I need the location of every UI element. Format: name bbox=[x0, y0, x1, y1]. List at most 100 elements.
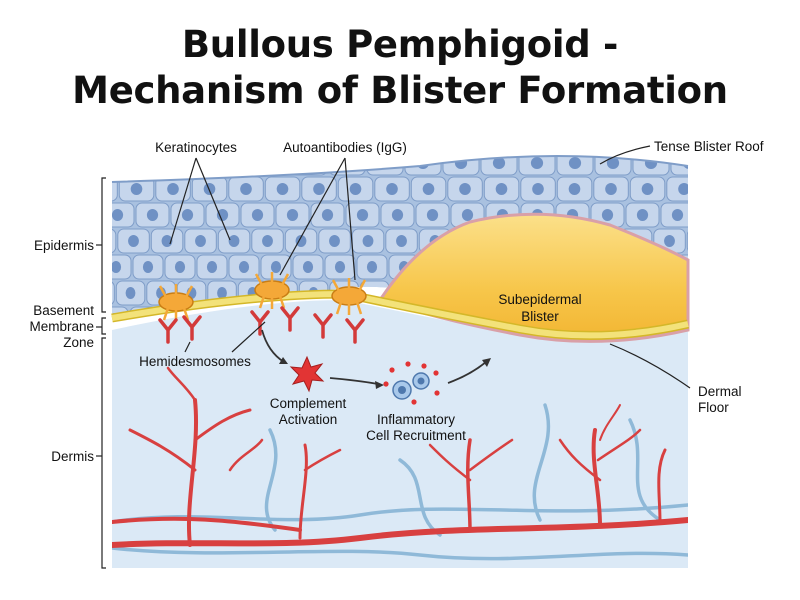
cell-nucleus bbox=[356, 209, 369, 221]
label-inflammatory-line-1: Inflammatory bbox=[377, 412, 455, 427]
label-hemidesmosomes: Hemidesmosomes bbox=[139, 354, 251, 369]
cell-nucleus bbox=[671, 209, 684, 221]
keratinocyte-cell bbox=[112, 156, 138, 176]
complement-star-icon bbox=[289, 355, 325, 393]
keratinocyte-cell bbox=[112, 280, 115, 306]
label-complement-line-1: Complement bbox=[270, 396, 347, 411]
cell-nucleus bbox=[690, 313, 699, 325]
cell-nucleus bbox=[146, 209, 159, 221]
label-bmz-line-2: Membrane bbox=[29, 319, 94, 334]
label-dermal-floor-line-1: Dermal bbox=[698, 384, 742, 399]
antibody-icon bbox=[158, 306, 365, 344]
cell-nucleus bbox=[94, 183, 106, 195]
cell-nucleus bbox=[112, 157, 126, 169]
cell-nucleus bbox=[240, 183, 252, 195]
dermis-layer bbox=[112, 300, 688, 568]
process-arrows bbox=[261, 329, 491, 389]
cell-nucleus bbox=[95, 287, 105, 299]
label-bmz-line-3: Zone bbox=[63, 335, 94, 350]
cell-nucleus bbox=[682, 157, 688, 169]
leader-lines bbox=[169, 145, 691, 389]
cell-nucleus bbox=[217, 287, 227, 299]
cell-nucleus bbox=[181, 209, 194, 221]
cell-nucleus bbox=[264, 157, 278, 169]
cell-nucleus bbox=[530, 157, 544, 169]
cell-nucleus bbox=[295, 235, 307, 247]
keratinocyte-cell bbox=[686, 228, 688, 254]
cell-nucleus bbox=[378, 157, 392, 169]
cell-nucleus bbox=[705, 287, 715, 299]
cell-nucleus bbox=[426, 209, 439, 221]
label-keratinocytes: Keratinocytes bbox=[155, 140, 237, 155]
cell-nucleus bbox=[532, 183, 544, 195]
cell-nucleus bbox=[601, 209, 614, 221]
cell-nucleus bbox=[142, 261, 154, 273]
label-dermis: Dermis bbox=[51, 449, 94, 464]
inflammatory-cells-icon bbox=[383, 361, 440, 405]
title-line-2: Mechanism of Blister Formation bbox=[72, 69, 728, 112]
blood-vessels bbox=[112, 366, 688, 548]
cell-nucleus bbox=[150, 157, 164, 169]
cell-nucleus bbox=[495, 183, 508, 195]
cell-nucleus bbox=[195, 235, 206, 247]
keratinocyte-cell bbox=[670, 156, 688, 176]
label-complement-line-2: Activation bbox=[279, 412, 338, 427]
hemidesmosome-icon bbox=[158, 272, 367, 321]
cell-nucleus bbox=[329, 235, 340, 247]
cell-nucleus bbox=[641, 183, 654, 195]
cell-nucleus bbox=[396, 235, 407, 247]
cell-nucleus bbox=[228, 235, 240, 247]
cell-nucleus bbox=[362, 235, 374, 247]
layer-brackets bbox=[96, 177, 106, 569]
cell-nucleus bbox=[349, 183, 362, 195]
cell-nucleus bbox=[216, 209, 229, 221]
cell-nucleus bbox=[568, 157, 582, 169]
cell-nucleus bbox=[698, 235, 709, 247]
cell-nucleus bbox=[206, 261, 218, 273]
cell-nucleus bbox=[313, 183, 325, 195]
cell-nucleus bbox=[416, 157, 430, 169]
cell-nucleus bbox=[366, 261, 378, 273]
label-tense-blister-roof: Tense Blister Roof bbox=[654, 139, 764, 154]
label-inflammatory-line-2: Cell Recruitment bbox=[366, 428, 466, 443]
diagram-labels: Keratinocytes Autoantibodies (IgG) Tense… bbox=[29, 139, 763, 464]
cell-nucleus bbox=[112, 261, 122, 273]
label-subepidermal-line-1: Subepidermal bbox=[498, 292, 581, 307]
label-subepidermal-line-2: Blister bbox=[521, 309, 559, 324]
label-autoantibodies: Autoantibodies (IgG) bbox=[283, 140, 407, 155]
cell-nucleus bbox=[707, 209, 718, 221]
cell-nucleus bbox=[238, 261, 250, 273]
cell-nucleus bbox=[605, 183, 617, 195]
label-dermal-floor-line-2: Floor bbox=[698, 400, 729, 415]
keratinocyte-cell bbox=[112, 228, 117, 254]
cell-nucleus bbox=[161, 235, 173, 247]
cell-nucleus bbox=[492, 157, 506, 169]
subepidermal-blister bbox=[377, 212, 690, 343]
cell-nucleus bbox=[262, 235, 273, 247]
cell-nucleus bbox=[112, 209, 124, 221]
cell-nucleus bbox=[125, 287, 136, 299]
cell-nucleus bbox=[286, 209, 299, 221]
cell-nucleus bbox=[391, 209, 404, 221]
cell-nucleus bbox=[568, 183, 581, 195]
cell-nucleus bbox=[461, 209, 474, 221]
cell-nucleus bbox=[644, 157, 658, 169]
label-epidermis: Epidermis bbox=[34, 238, 94, 253]
cell-nucleus bbox=[226, 157, 240, 169]
cell-nucleus bbox=[270, 261, 282, 273]
cell-nucleus bbox=[167, 183, 179, 195]
cell-nucleus bbox=[302, 157, 316, 169]
page-title: Bullous Pemphigoid - Mechanism of Bliste… bbox=[0, 22, 800, 114]
cell-nucleus bbox=[664, 235, 675, 247]
cell-nucleus bbox=[321, 209, 334, 221]
label-bmz-line-1: Basement bbox=[33, 303, 94, 318]
cell-nucleus bbox=[606, 157, 620, 169]
cell-nucleus bbox=[334, 261, 346, 273]
cell-nucleus bbox=[636, 209, 649, 221]
cell-nucleus bbox=[454, 157, 468, 169]
keratinocyte-cell bbox=[696, 203, 729, 227]
cell-nucleus bbox=[459, 183, 471, 195]
cell-nucleus bbox=[422, 183, 435, 195]
title-line-1: Bullous Pemphigoid - bbox=[181, 23, 619, 66]
cell-nucleus bbox=[128, 235, 139, 247]
